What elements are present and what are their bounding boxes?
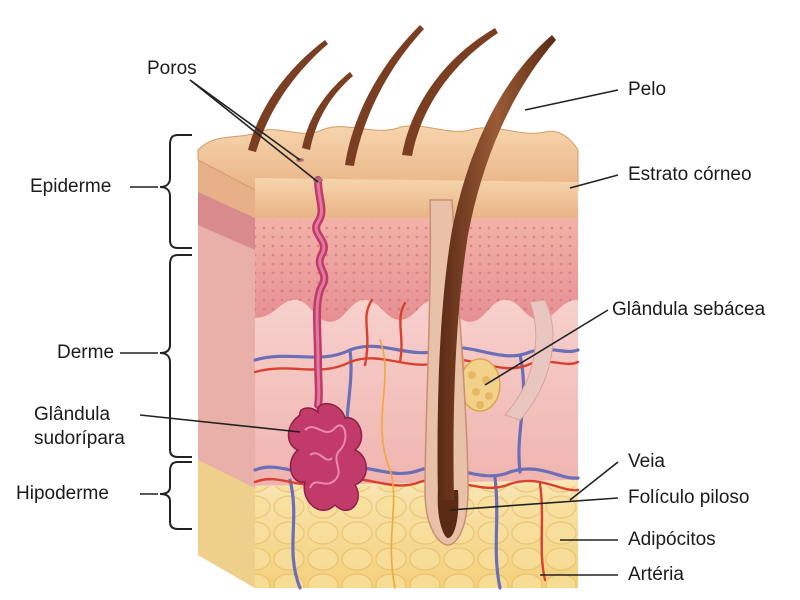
label-glandula-sudoripara-line2: sudorípara xyxy=(34,428,125,450)
label-glandula-sudoripara-line1: Glândula xyxy=(34,404,110,426)
label-glandula-sebacea: Glândula sebácea xyxy=(612,299,765,321)
hipoderme-bracket xyxy=(160,462,192,529)
label-derme: Derme xyxy=(57,342,114,364)
label-adipocitos: Adipócitos xyxy=(628,529,716,551)
label-poros: Poros xyxy=(147,58,197,80)
layer-brackets xyxy=(160,135,192,529)
label-epiderme: Epiderme xyxy=(30,176,111,198)
label-foliculo-piloso: Folículo piloso xyxy=(628,487,749,509)
label-estrato-corneo: Estrato córneo xyxy=(628,164,752,186)
epiderme-bracket xyxy=(160,135,192,248)
derme-bracket xyxy=(160,255,192,457)
label-veia: Veia xyxy=(628,451,665,473)
sebaceous-gland xyxy=(460,359,500,411)
label-pelo: Pelo xyxy=(628,79,666,101)
block-side-face xyxy=(198,150,255,588)
label-hipoderme: Hipoderme xyxy=(16,483,109,505)
label-arteria: Artéria xyxy=(628,564,684,586)
